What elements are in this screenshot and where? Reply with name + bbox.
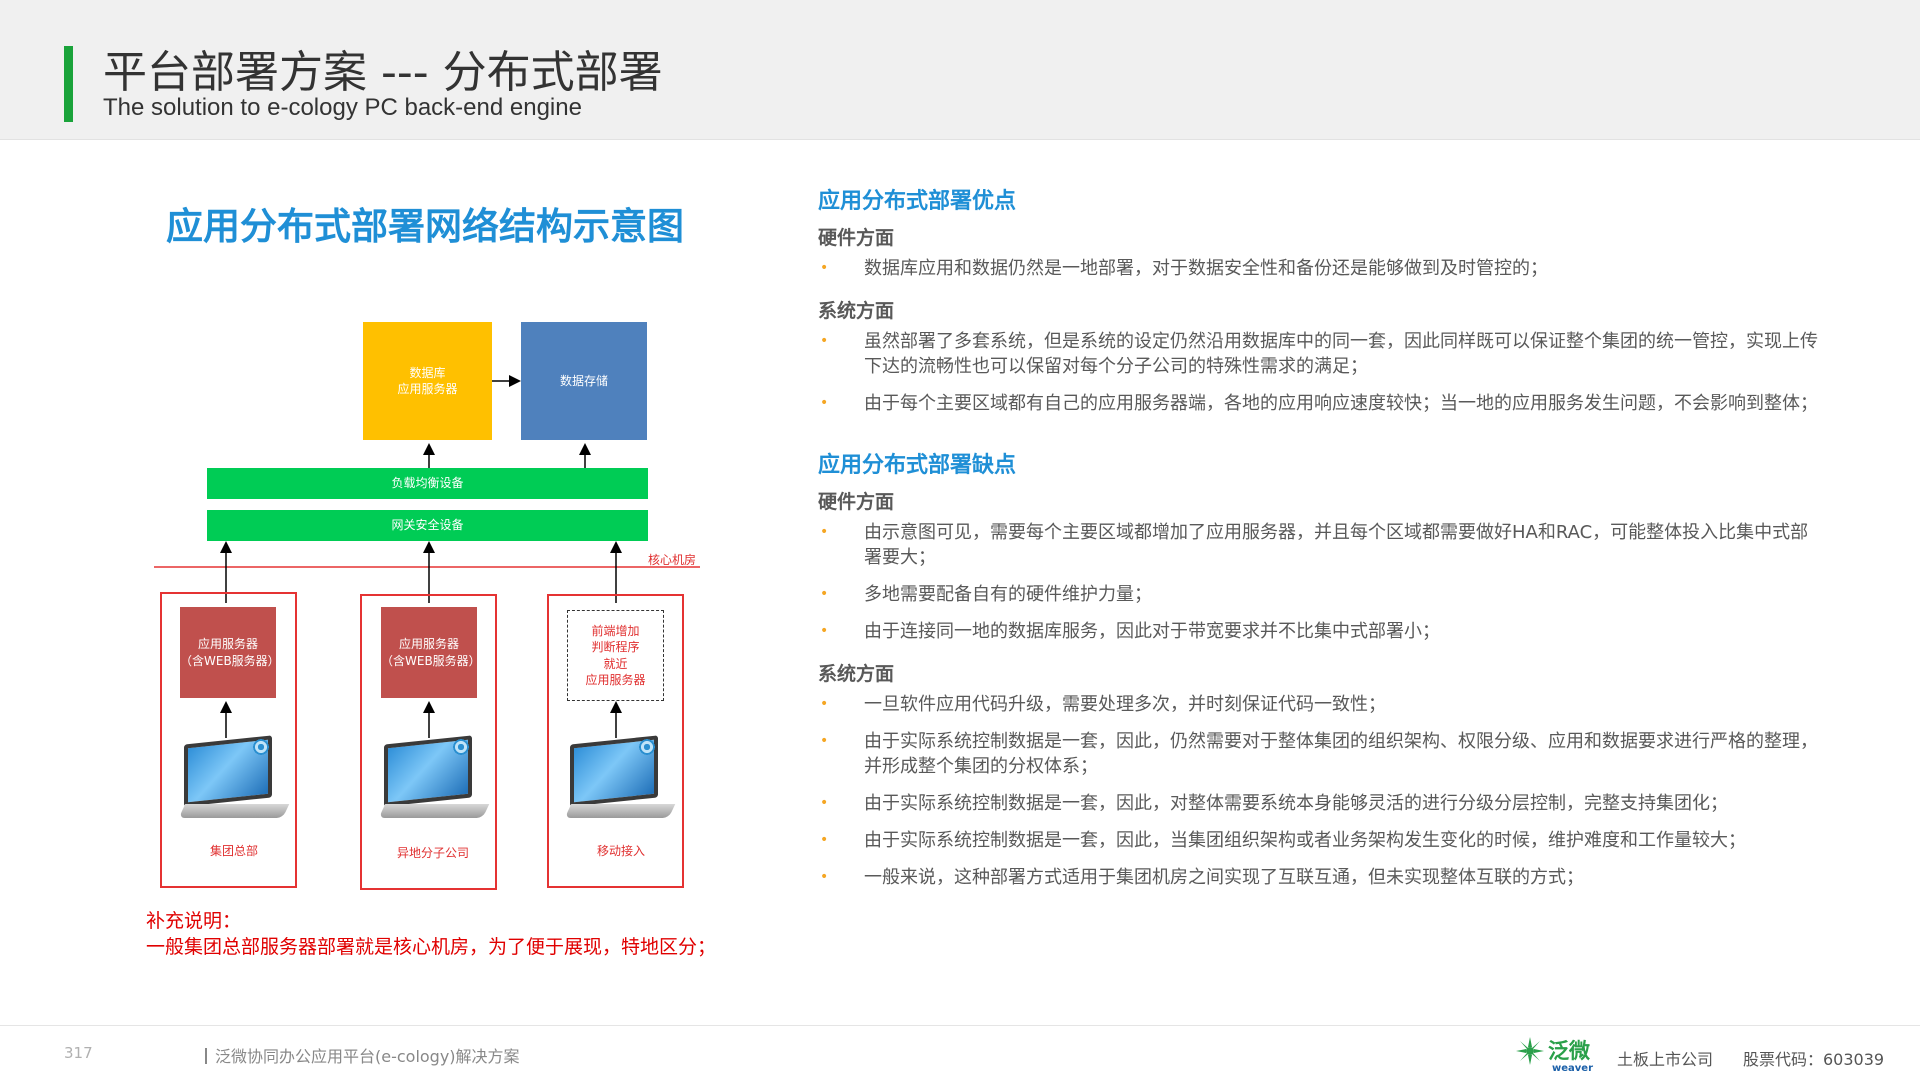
app-server-branch-label-1: 应用服务器 [398,637,459,652]
bullet-icon: • [820,260,829,276]
frontend-label-1: 前端增加 [591,624,640,639]
list-item: •由于实际系统控制数据是一套，因此，仍然需要对于整体集团的组织架构、权限分级、应… [820,731,1818,777]
list-item: •虽然部署了多套系统，但是系统的设定仍然沿用数据库中的同一套，因此同样既可以保证… [820,331,1818,377]
core-room-label: 核心机房 [648,553,697,567]
bullet-icon: • [820,333,829,349]
bullet-icon: • [820,869,829,885]
bullet-icon: • [820,696,829,712]
db-app-server-box: 数据库 应用服务器 [363,322,492,440]
laptop-hq-icon [178,735,290,828]
bullet-icon: • [820,733,829,749]
list-item: •多地需要配备自有的硬件维护力量； [820,584,1152,605]
weaver-logo-icon [1516,1037,1544,1065]
gateway-label: 网关安全设备 [391,518,464,533]
header-accent-bar [64,46,73,122]
app-server-branch-box: 应用服务器 （含WEB服务器） [381,607,481,698]
footer-divider [0,1025,1920,1026]
data-storage-label: 数据存储 [559,373,608,388]
list-item: •由于连接同一地的数据库服务，因此对于带宽要求并不比集中式部署小； [820,621,1440,642]
site-mobile-label: 移动接入 [597,844,646,858]
load-balancer-label: 负载均衡设备 [391,476,464,491]
listed-company-label: 土板上市公司 [1617,1050,1714,1069]
load-balancer-bar: 负载均衡设备 [207,468,648,499]
disadvantages-title: 应用分布式部署缺点 [818,453,1017,478]
bullet-icon: • [820,586,829,602]
list-item: •数据库应用和数据仍然是一地部署，对于数据安全性和备份还是能够做到及时管控的； [820,258,1548,279]
data-storage-box: 数据存储 [521,322,647,440]
brand-name-en: weaver [1552,1063,1594,1074]
app-server-hq-label-2: （含WEB服务器） [180,653,280,668]
page-number: 317 [64,1044,93,1062]
list-item: •由于实际系统控制数据是一套，因此，当集团组织架构或者业务架构发生变化的时候，维… [820,830,1746,851]
header: 平台部署方案 --- 分布式部署 The solution to e-colog… [0,0,1920,140]
network-diagram: 数据库 应用服务器 数据存储 负载均衡设备 网关安全设备 核心机房 应用服务器 … [140,310,740,910]
list-item: •一般来说，这种部署方式适用于集团机房之间实现了互联互通，但未实现整体互联的方式… [820,867,1584,888]
app-server-hq-label-1: 应用服务器 [197,637,258,652]
bullet-icon: • [820,524,829,540]
site-branch-label: 异地分子公司 [397,846,470,860]
supplementary-note: 补充说明： 一般集团总部服务器部署就是核心机房，为了便于展现，特地区分； [146,908,716,960]
site-hq-frame [160,592,297,888]
note-heading: 补充说明： [146,910,242,932]
laptop-mobile-icon [564,735,676,828]
list-item: •由示意图可见，需要每个主要区域都增加了应用服务器，并且每个区域都需要做好HA和… [820,522,1809,568]
stock-code: 股票代码：603039 [1743,1050,1885,1069]
frontend-label-4: 应用服务器 [585,672,646,687]
page-subtitle: The solution to e-cology PC back-end eng… [103,94,582,121]
disadvantages-system-title: 系统方面 [818,663,895,685]
weaver-logo: 泛微 weaver [1514,1033,1600,1077]
advantages-system-title: 系统方面 [818,300,895,322]
page-title: 平台部署方案 --- 分布式部署 [103,47,663,98]
bullet-icon: • [820,795,829,811]
advantages-title: 应用分布式部署优点 [818,189,1017,214]
frontend-label-3: 就近 [603,656,628,671]
frontend-nearest-box: 前端增加 判断程序 就近 应用服务器 [567,610,664,701]
site-mobile-frame [547,594,684,888]
frontend-label-2: 判断程序 [591,640,640,655]
list-item: •由于实际系统控制数据是一套，因此，对整体需要系统本身能够灵活的进行分级分层控制… [820,793,1728,814]
app-server-hq-box: 应用服务器 （含WEB服务器） [180,607,280,698]
footer-doc-title: 泛微协同办公应用平台(e-cology)解决方案 [205,1043,520,1067]
advantages-hardware-title: 硬件方面 [818,227,895,249]
list-item: •由于每个主要区域都有自己的应用服务器端，各地的应用响应速度较快；当一地的应用服… [820,393,1818,414]
bullet-icon: • [820,623,829,639]
footer-doc-title-text: 泛微协同办公应用平台(e-cology)解决方案 [215,1047,520,1066]
list-item: •一旦软件应用代码升级，需要处理多次，并时刻保证代码一致性； [820,694,1386,715]
site-branch-frame [360,594,497,890]
site-hq-label: 集团总部 [210,844,259,858]
app-server-branch-label-2: （含WEB服务器） [381,653,481,668]
disadvantages-hardware-title: 硬件方面 [818,491,895,513]
bullet-icon: • [820,832,829,848]
diagram-title: 应用分布式部署网络结构示意图 [166,205,684,248]
gateway-bar: 网关安全设备 [207,510,648,541]
pros-cons-panel: 应用分布式部署优点 硬件方面 •数据库应用和数据仍然是一地部署，对于数据安全性和… [818,184,1818,902]
bullet-icon: • [820,395,829,411]
laptop-branch-icon [378,735,490,828]
brand-name: 泛微 [1548,1039,1590,1063]
db-app-server-label-2: 应用服务器 [397,382,458,396]
db-app-server-label-1: 数据库 [409,365,446,380]
note-text: 一般集团总部服务器部署就是核心机房，为了便于展现，特地区分； [146,936,717,958]
